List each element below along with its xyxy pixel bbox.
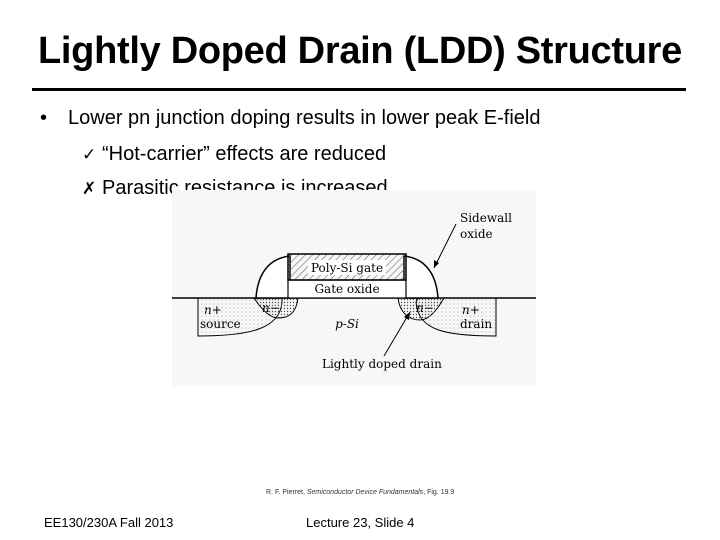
- ldd-structure-figure: Poly-Si gate Gate oxide n+ source n− n− …: [172, 190, 536, 386]
- drain-n-plus-region: [415, 297, 497, 337]
- source-label: source: [200, 317, 241, 331]
- gate-label: Poly-Si gate: [311, 261, 383, 275]
- ldd-arrowhead: [404, 312, 410, 320]
- drain-n-plus-label: n+: [462, 303, 480, 317]
- title-divider: [32, 88, 686, 91]
- sidewall-arrowhead: [434, 260, 439, 268]
- bullet-dot-icon: •: [40, 107, 48, 129]
- source-ldd-region: [253, 297, 299, 319]
- slide-title: Lightly Doped Drain (LDD) Structure: [38, 30, 682, 72]
- source-n-minus-label: n−: [262, 301, 280, 315]
- ldd-arrow: [383, 311, 411, 357]
- cross-icon: ✗: [82, 179, 97, 198]
- sidewall-label-line2: oxide: [460, 227, 493, 241]
- gate-oxide-label: Gate oxide: [314, 282, 379, 296]
- checkmark-icon: ✓: [82, 145, 97, 164]
- ldd-label: Lightly doped drain: [322, 357, 442, 371]
- figure-citation: R. F. Pierret, Semiconductor Device Fund…: [266, 489, 455, 496]
- sidewall-label-line1: Sidewall: [460, 211, 512, 225]
- sub-item-hot-carrier: ✓ “Hot-carrier” effects are reduced: [82, 143, 386, 166]
- footer-course: EE130/230A Fall 2013: [44, 515, 174, 530]
- substrate-label: p-Si: [335, 317, 359, 331]
- drain-n-minus-label: n−: [416, 301, 434, 315]
- drain-label: drain: [460, 317, 492, 331]
- sub-item-text: “Hot-carrier” effects are reduced: [102, 143, 387, 165]
- footer-slide-number: Lecture 23, Slide 4: [306, 515, 415, 530]
- bullet-text: Lower pn junction doping results in lowe…: [68, 107, 541, 129]
- sidewall-arrow: [433, 223, 457, 269]
- bullet-main: • Lower pn junction doping results in low…: [40, 107, 541, 130]
- source-n-plus-label: n+: [204, 303, 222, 317]
